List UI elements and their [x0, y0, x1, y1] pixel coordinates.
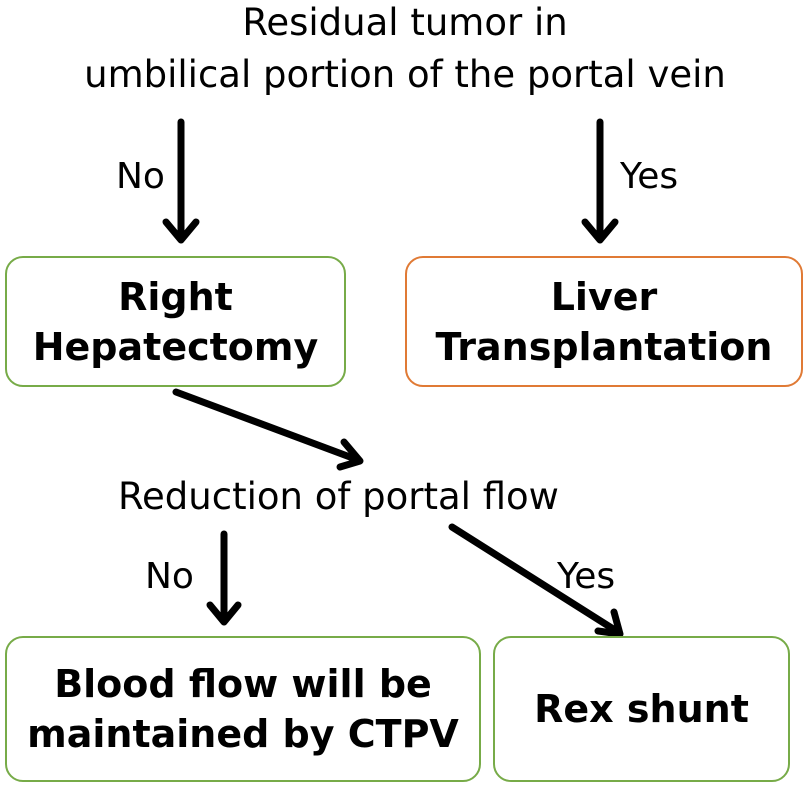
question-residual-tumor: Residual tumor in umbilical portion of t… [0, 0, 810, 98]
arrow-no-to-ctpv [206, 530, 242, 626]
arrow-hepatectomy-to-reduction [172, 388, 364, 471]
arrow-yes-to-rex-shunt [448, 523, 624, 638]
question-line-1: Residual tumor in [242, 1, 568, 44]
ctpv-line-2: maintained by CTPV [27, 712, 459, 756]
label-yes-2: Yes [557, 556, 616, 597]
box-blood-flow-ctpv: Blood flow will be maintained by CTPV [5, 636, 481, 782]
box-rex-shunt: Rex shunt [493, 636, 790, 782]
label-no-2: No [145, 556, 194, 597]
arrow-no-to-right-hepatectomy [162, 118, 200, 244]
liver-transplantation-line-1: Liver [550, 274, 658, 319]
right-hepatectomy-line-2: Hepatectomy [32, 324, 319, 369]
label-yes-1: Yes [620, 156, 679, 197]
question-line-2: umbilical portion of the portal vein [84, 53, 726, 96]
ctpv-line-1: Blood flow will be [54, 662, 432, 706]
liver-transplantation-line-2: Transplantation [435, 324, 773, 369]
label-no-1: No [116, 156, 165, 197]
question-reduction-portal-flow: Reduction of portal flow [118, 475, 559, 518]
box-right-hepatectomy: Right Hepatectomy [5, 256, 346, 387]
arrow-yes-to-liver-transplantation [581, 118, 619, 244]
box-liver-transplantation: Liver Transplantation [405, 256, 803, 387]
right-hepatectomy-line-1: Right [118, 274, 233, 319]
rex-shunt-label: Rex shunt [534, 687, 749, 731]
